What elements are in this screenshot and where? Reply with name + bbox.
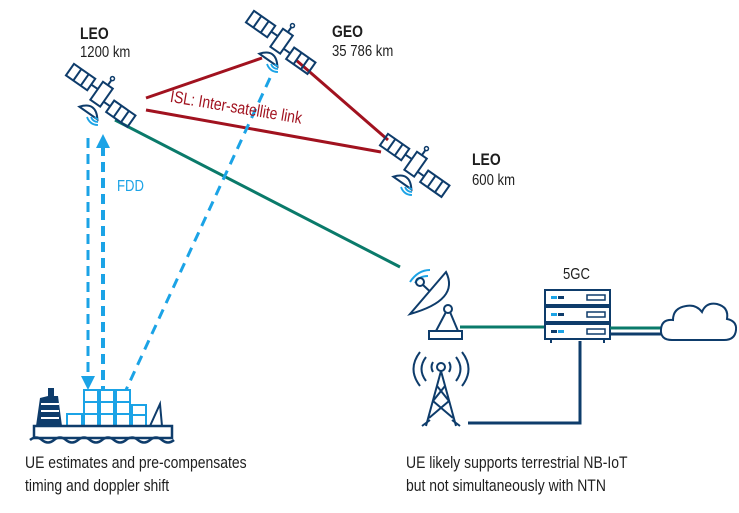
terrestrial-caption-line-1: UE likely supports terrestrial NB-IoT (406, 453, 628, 472)
terrestrial-caption: UE likely supports terrestrial NB-IoT bu… (406, 451, 628, 497)
isl-line-leo1200-geo (145, 56, 263, 100)
feeder-link-line (114, 118, 401, 269)
ship-caption: UE estimates and pre-compensates timing … (25, 451, 247, 497)
cloud-icon (659, 302, 738, 341)
ship-caption-line-1: UE estimates and pre-compensates (25, 453, 247, 472)
satellite-icon-leo-1200 (54, 53, 148, 137)
ground-station-dish-icon (407, 269, 463, 340)
leo-600-type-label: LEO (472, 150, 501, 169)
isl-line-leo1200-leo600 (145, 108, 382, 154)
geo-altitude-label: 35 786 km (332, 43, 394, 60)
ship-ue-icon (29, 388, 175, 444)
leo-600-altitude-label: 600 km (472, 172, 516, 189)
geo-service-link (124, 77, 272, 391)
core-server-icon (544, 289, 611, 343)
terrestrial-caption-line-2: but not simultaneously with NTN (406, 476, 606, 495)
geo-type-label: GEO (332, 22, 363, 41)
satellite-icon-geo (234, 0, 328, 84)
core-label: 5GC (563, 266, 590, 283)
terrestrial-backhaul-line (468, 341, 582, 425)
leo-1200-type-label: LEO (80, 24, 109, 43)
isl-line-geo-leo600 (295, 58, 389, 142)
cell-tower-icon (412, 351, 470, 427)
leo-1200-altitude-label: 1200 km (80, 44, 131, 61)
fdd-label: FDD (117, 178, 144, 195)
fdd-downlink-arrowhead (81, 376, 95, 390)
ship-caption-line-2: timing and doppler shift (25, 476, 170, 495)
fdd-uplink-arrowhead (96, 134, 110, 148)
